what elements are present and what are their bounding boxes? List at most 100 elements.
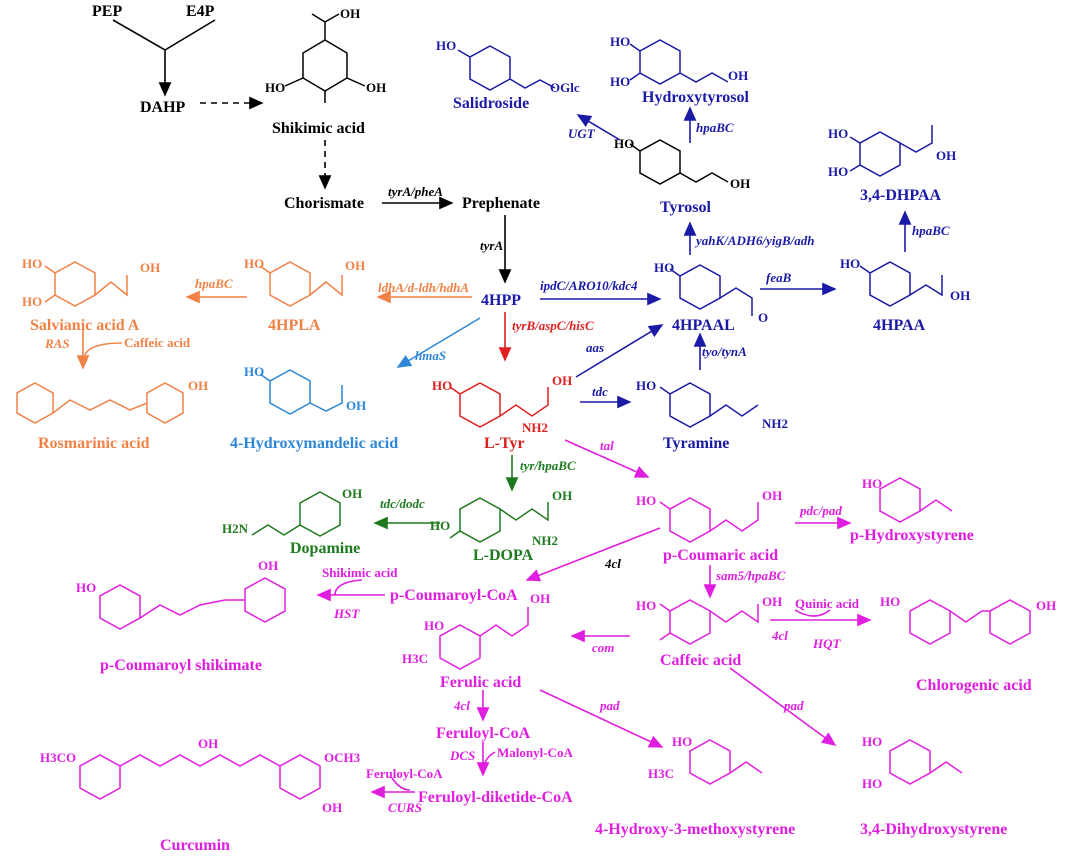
- ldopa-structure: [449, 497, 549, 543]
- enzyme-pad-methoxy: pad: [599, 698, 620, 713]
- enzyme-feab: feaB: [766, 270, 792, 285]
- atom-hmas-ho: HO: [244, 364, 264, 379]
- enzyme-hpabc-hydroxytyrosol: hpaBC: [696, 120, 734, 135]
- atom-curcumin-oh2: OH: [322, 800, 342, 815]
- atom-chlorogenic-ho: HO: [880, 594, 900, 609]
- enzyme-tyrb: tyrB/aspC/hisC: [512, 318, 594, 333]
- compound-curcumin: Curcumin: [160, 837, 230, 854]
- p-coumaric-structure: [659, 497, 759, 543]
- rosmarinic-acid-structure: [16, 382, 184, 424]
- arrow-cosubstrate-malonyl: [484, 751, 496, 766]
- cosubstrate-caffeic-acid: Caffeic acid: [124, 335, 191, 350]
- enzyme-hst: HST: [333, 606, 360, 621]
- compound-p-coumaroyl-shikimate: p-Coumaroyl shikimate: [100, 657, 262, 674]
- atom-ferulic-ho: HO: [424, 618, 444, 633]
- cosubstrate-malonyl-coa: Malonyl-CoA: [497, 745, 573, 760]
- atom-dhpaa-ho: HO: [828, 126, 848, 141]
- tyramine-structure: [659, 382, 759, 428]
- compound-salvianic-acid: Salvianic acid A: [30, 317, 140, 334]
- atom-rosmarinic-oh: OH: [188, 378, 208, 393]
- cosubstrate-quinic-acid: Quinic acid: [795, 596, 860, 611]
- atom-4hpla-oh: OH: [345, 258, 365, 273]
- cosubstrate-feruloyl-coa: Feruloyl-CoA: [366, 766, 443, 781]
- compound-e4p: E4P: [186, 3, 215, 20]
- compound-ferulic-acid: Ferulic acid: [440, 674, 521, 691]
- atom-ferulic-h3co: H3C: [402, 651, 428, 666]
- atom-salvianic-oh: OH: [140, 260, 160, 275]
- atom-curcumin-och3: OCH3: [324, 750, 361, 765]
- enzyme-pad-dihydroxy: pad: [783, 698, 804, 713]
- atom-hydroxytyrosol-oh: OH: [728, 68, 748, 83]
- atom-hydroxytyrosol-ho2: HO: [610, 74, 630, 89]
- 4hpaa-structure: [859, 261, 943, 307]
- atom-curcumin-oh: OH: [198, 736, 218, 751]
- atom-salidroside-oglc: OGlc: [550, 80, 580, 95]
- enzyme-tyr-hpabc: tyr/hpaBC: [520, 458, 576, 473]
- compound-shikimic-acid: Shikimic acid: [272, 120, 365, 137]
- compound-salidroside: Salidroside: [453, 95, 529, 112]
- atom-dopamine-oh: OH: [342, 486, 362, 501]
- atom-4hpla-ho: HO: [244, 256, 264, 271]
- enzyme-4cl-coumaroyl: 4cl: [604, 556, 621, 571]
- atom-ldopa-ho: HO: [430, 518, 450, 533]
- salidroside-structure: [457, 45, 556, 91]
- atom-coumaric-ho: HO: [636, 493, 656, 508]
- arrow-ltyr-coumaric: [564, 439, 650, 478]
- atom-4hpaa-ho: HO: [840, 256, 860, 271]
- hydroxymandelic-structure: [259, 369, 343, 415]
- compound-ltyr: L-Tyr: [484, 435, 525, 452]
- arrow-cosubstrate-caffeic-ras: [84, 342, 123, 356]
- enzyme-tdc: tdc: [592, 384, 608, 399]
- compound-ldopa: L-DOPA: [473, 547, 534, 564]
- atom-salidroside-ho: HO: [436, 38, 456, 53]
- atom-tyramine-nh2: NH2: [762, 416, 788, 431]
- enzyme-yahk: yahK/ADH6/yigB/adh: [694, 233, 814, 248]
- enzyme-ras: RAS: [44, 336, 70, 351]
- compound-labels: PEP E4P DAHP Shikimic acid Chorismate Pr…: [30, 3, 1032, 854]
- atom-methoxystyrene-ho: HO: [672, 734, 692, 749]
- atom-caffeic-ho: HO: [636, 598, 656, 613]
- compound-tyrosol: Tyrosol: [660, 199, 712, 216]
- enzyme-tdc-dodc: tdc/dodc: [380, 496, 425, 511]
- caffeic-acid-structure: [659, 599, 759, 645]
- structures: [16, 13, 1031, 800]
- compound-feruloyl-coa: Feruloyl-CoA: [436, 725, 531, 742]
- ltyr-structure: [449, 382, 549, 428]
- curcumin-structure: [79, 754, 321, 800]
- atom-shikimic-oh2: OH: [366, 80, 386, 95]
- enzyme-ldha: ldhA/d-ldh/hdhA: [378, 280, 469, 295]
- enzyme-hpabc-dhpaa: hpaBC: [912, 223, 950, 238]
- atom-ltyr-oh: OH: [552, 373, 572, 388]
- compound-dhpaa: 3,4-DHPAA: [860, 187, 941, 204]
- methoxystyrene-structure: [689, 739, 763, 785]
- arrow-tyrosol-salidroside: [576, 114, 621, 141]
- atom-tyrosol-ho: HO: [614, 136, 634, 151]
- compound-pep: PEP: [92, 3, 122, 20]
- cosubstrate-shikimic-acid: Shikimic acid: [322, 565, 398, 580]
- reaction-arrows: [76, 19, 912, 799]
- compound-4hpaa: 4HPAA: [873, 317, 926, 334]
- atom-ldopa-nh2: NH2: [532, 533, 558, 548]
- enzyme-ugt: UGT: [568, 126, 596, 141]
- p-hydroxystyrene-structure: [879, 477, 953, 523]
- atom-chlorogenic-oh: OH: [1036, 598, 1056, 613]
- arrow-ferulic-methoxystyrene: [539, 689, 664, 748]
- enzyme-sam5: sam5/hpaBC: [715, 568, 786, 583]
- compound-chlorogenic-acid: Chlorogenic acid: [916, 677, 1032, 694]
- compound-p-hydroxystyrene: p-Hydroxystyrene: [850, 527, 974, 544]
- atom-labels: OH HO OH HO OGlc HO HO OH HO OH HO HO OH…: [22, 6, 1056, 815]
- atom-shikimic-ho: HO: [265, 80, 285, 95]
- atom-4hpaal-o: O: [758, 310, 768, 325]
- enzyme-hmas: hmaS: [415, 348, 446, 363]
- compound-prephenate: Prephenate: [462, 195, 540, 212]
- compound-chorismate: Chorismate: [284, 195, 364, 212]
- atom-coumaric-oh: OH: [762, 488, 782, 503]
- dopamine-structure: [251, 491, 341, 537]
- atom-ltyr-ho: HO: [432, 378, 452, 393]
- atom-ferulic-oh: OH: [530, 591, 550, 606]
- arrow-coumaric-coumaroylcoa: [525, 527, 661, 582]
- atom-shikimate-oh: OH: [258, 558, 278, 573]
- enzyme-com: com: [592, 640, 614, 655]
